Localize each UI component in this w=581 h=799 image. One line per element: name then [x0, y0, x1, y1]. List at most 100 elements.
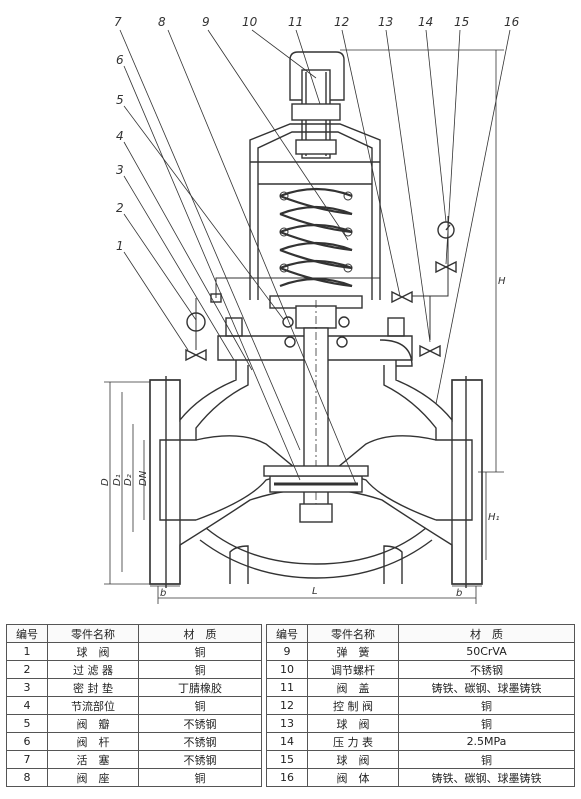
header-part-name: 零件名称 [47, 624, 139, 643]
dim-label-D2: D₂ [123, 474, 134, 486]
part-material: 不锈钢 [138, 750, 262, 769]
callout-8: 8 [158, 15, 166, 29]
part-name: 阀 瓣 [47, 714, 139, 733]
dim-label-D: D [100, 478, 111, 486]
part-material: 铜 [398, 750, 575, 769]
part-material: 铜 [138, 660, 262, 679]
ball-valve-icon [185, 348, 207, 362]
part-number: 9 [266, 642, 308, 661]
part-material: 铜 [138, 642, 262, 661]
spring [279, 187, 353, 288]
header-number: 编号 [266, 624, 308, 643]
header-material: 材 质 [398, 624, 575, 643]
part-material: 50CrVA [398, 642, 575, 661]
callout-16: 16 [504, 15, 520, 29]
dim-label-b-right: b [456, 588, 462, 599]
part-name: 弹 簧 [307, 642, 399, 661]
part-name: 球 阀 [47, 642, 139, 661]
callout-13: 13 [378, 15, 393, 29]
right-flange [451, 379, 483, 585]
bonnet [249, 123, 381, 300]
callout-3: 3 [116, 163, 124, 177]
part-material: 不锈钢 [398, 660, 575, 679]
callout-9: 9 [202, 15, 210, 29]
dim-label-D1: D₁ [112, 474, 123, 486]
dim-label-L: L [312, 586, 318, 597]
callout-11: 11 [288, 15, 303, 29]
adjusting-screw-cap [289, 51, 345, 101]
valve-section-drawing: 7 8 9 10 11 12 13 14 15 16 6 5 4 3 2 1 D… [100, 15, 520, 604]
callout-15: 15 [454, 15, 469, 29]
left-flange [149, 379, 181, 585]
callout-4: 4 [116, 129, 124, 143]
part-name: 球 阀 [307, 714, 399, 733]
part-number: 10 [266, 660, 308, 679]
part-number: 15 [266, 750, 308, 769]
part-name: 节流部位 [47, 696, 139, 715]
part-name: 阀 盖 [307, 678, 399, 697]
part-name: 过 滤 器 [47, 660, 139, 679]
part-number: 3 [6, 678, 48, 697]
dim-label-DN: DN [138, 470, 149, 486]
part-number: 16 [266, 768, 308, 787]
part-number: 13 [266, 714, 308, 733]
header-part-name: 零件名称 [307, 624, 399, 643]
parts-table-header: 编号 零件名称 材 质 编号 零件名称 材 质 [6, 624, 575, 643]
filter-icon [186, 312, 206, 332]
part-material: 丁腈橡胶 [138, 678, 262, 697]
part-name: 阀 杆 [47, 732, 139, 751]
callout-14: 14 [418, 15, 433, 29]
part-name: 压 力 表 [307, 732, 399, 751]
part-name: 密 封 垫 [47, 678, 139, 697]
part-name: 阀 座 [47, 768, 139, 787]
part-number: 1 [6, 642, 48, 661]
callout-7: 7 [114, 15, 122, 29]
callout-12: 12 [334, 15, 349, 29]
callout-10: 10 [242, 15, 258, 29]
header-number: 编号 [6, 624, 48, 643]
part-material: 铜 [138, 696, 262, 715]
callout-5: 5 [116, 93, 124, 107]
callout-1: 1 [116, 239, 124, 253]
part-name: 阀 体 [307, 768, 399, 787]
part-name: 球 阀 [307, 750, 399, 769]
part-number: 11 [266, 678, 308, 697]
control-valve-icon [391, 290, 413, 304]
part-name: 活 塞 [47, 750, 139, 769]
part-number: 4 [6, 696, 48, 715]
part-number: 8 [6, 768, 48, 787]
part-material: 铸铁、碳钢、球墨铸铁 [398, 678, 575, 697]
part-number: 7 [6, 750, 48, 769]
part-number: 5 [6, 714, 48, 733]
callout-2: 2 [116, 201, 124, 215]
part-name: 调节螺杆 [307, 660, 399, 679]
part-number: 2 [6, 660, 48, 679]
part-material: 2.5MPa [398, 732, 575, 751]
dim-label-b-left: b [160, 588, 166, 599]
part-material: 不锈钢 [138, 714, 262, 733]
part-number: 12 [266, 696, 308, 715]
part-number: 14 [266, 732, 308, 751]
dim-label-H1: H₁ [488, 512, 500, 523]
part-material: 铜 [138, 768, 262, 787]
part-name: 控 制 阀 [307, 696, 399, 715]
part-material: 铜 [398, 696, 575, 715]
part-material: 铸铁、碳钢、球墨铸铁 [398, 768, 575, 787]
part-material: 不锈钢 [138, 732, 262, 751]
callout-6: 6 [116, 53, 124, 67]
valve-seat [263, 465, 369, 477]
part-number: 6 [6, 732, 48, 751]
dim-label-H: H [498, 276, 506, 287]
part-material: 铜 [398, 714, 575, 733]
lock-nut [291, 103, 341, 121]
header-material: 材 质 [138, 624, 262, 643]
